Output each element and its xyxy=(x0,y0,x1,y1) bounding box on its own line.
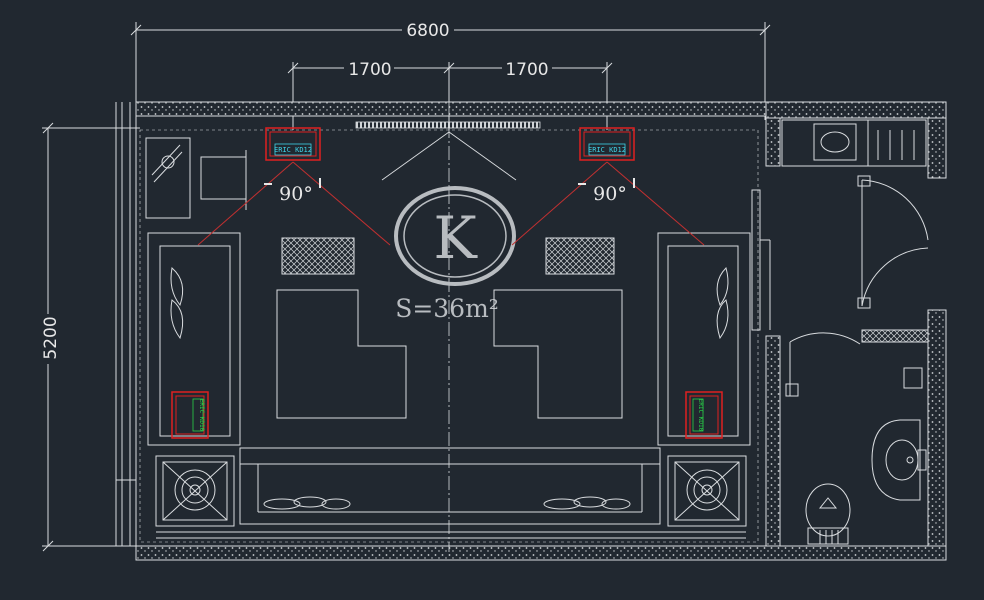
walls xyxy=(115,101,947,561)
speaker-ceiling-left: ERIC KD12 xyxy=(265,127,321,161)
logo-letter: K xyxy=(433,204,478,272)
height-label: 5200 xyxy=(41,316,61,359)
speaker-ceiling-right: ERIC KD12 xyxy=(579,127,635,161)
furniture xyxy=(145,137,771,539)
dimension-lines xyxy=(42,22,771,552)
window-vent xyxy=(355,121,541,129)
speaker-side-right-label: ERIC KD10 xyxy=(697,399,704,432)
speaker-side-left: ERIC KD10 xyxy=(171,391,209,439)
area-label: S=36m² xyxy=(395,294,499,323)
speaker-side-left-label: ERIC KD10 xyxy=(198,399,205,432)
right-span-label: 1700 xyxy=(505,60,548,80)
total-width-label: 6800 xyxy=(406,21,449,41)
angle-label-left: 90° xyxy=(279,183,313,205)
speaker-ceiling-right-label: ERIC KD12 xyxy=(588,146,626,154)
angle-markers xyxy=(264,178,635,188)
ceiling-lines xyxy=(381,131,517,181)
logo-k: K xyxy=(394,186,516,286)
speaker-beams xyxy=(197,161,705,246)
left-span-label: 1700 xyxy=(348,60,391,80)
ceiling-outline xyxy=(139,129,759,543)
angle-label-right: 90° xyxy=(593,183,627,205)
speaker-side-right: ERIC KD10 xyxy=(685,391,723,439)
speaker-ceiling-left-label: ERIC KD12 xyxy=(274,146,312,154)
bathroom xyxy=(781,119,929,545)
